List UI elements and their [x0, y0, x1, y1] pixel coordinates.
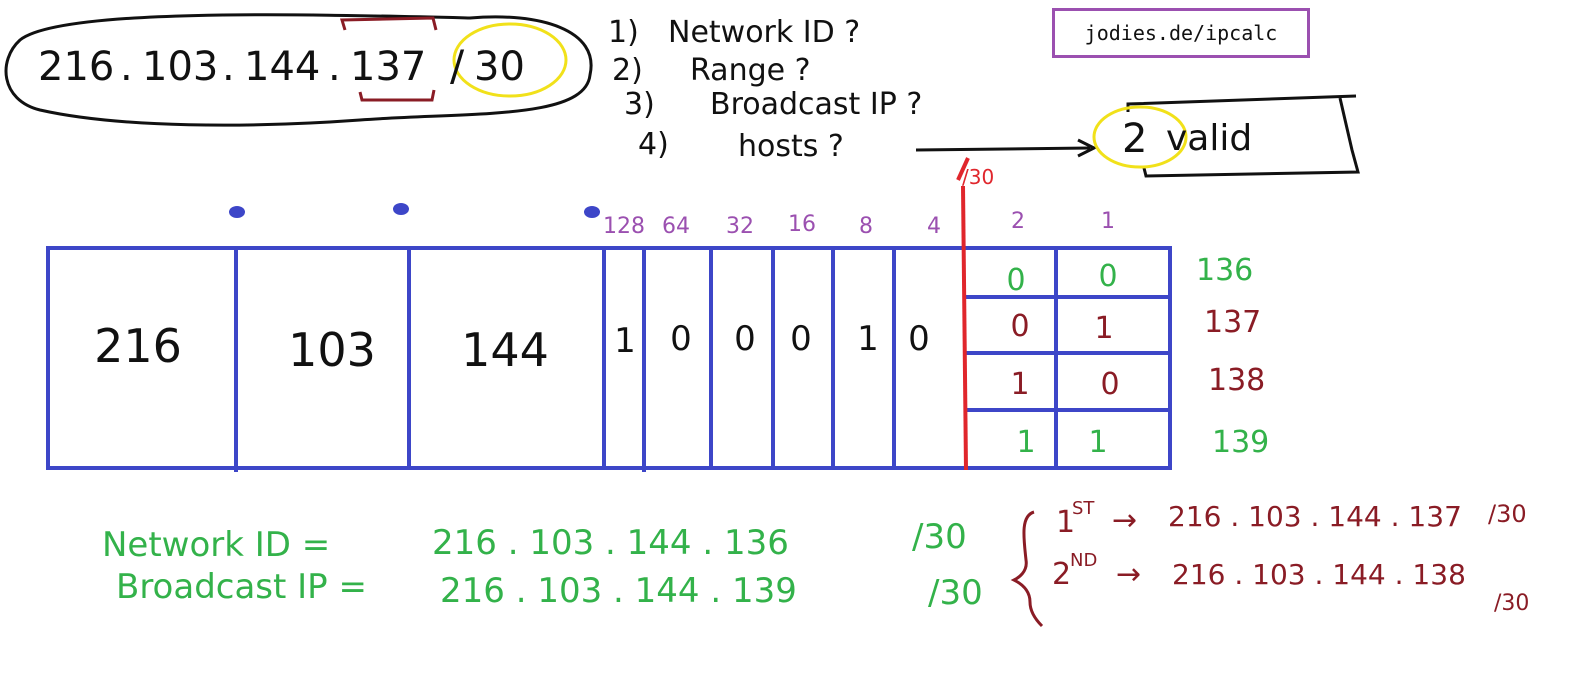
grid-outline [46, 246, 1172, 470]
answer-bracket-right [1142, 97, 1360, 178]
host-bit: 1 [1088, 425, 1107, 460]
fixed-bit: 0 [734, 319, 756, 359]
first-host-prefix: /30 [1488, 500, 1527, 528]
last-octet-bracket-bottom [358, 89, 436, 102]
usable-hosts: 1 ST → 216 . 103 . 144 . 137 /30 2 ND → … [1052, 498, 1529, 616]
hosts-answer-arrow [915, 138, 1098, 158]
question-2-text: Range ? [690, 53, 811, 88]
second-host-suffix: ND [1070, 550, 1097, 571]
octet-cells: 216 103 144 [94, 319, 549, 377]
ip-address-group: 216 . 103 . 144 . 137 / 30 [4, 13, 593, 127]
dot-marker [393, 203, 409, 215]
fixed-bit: 0 [790, 319, 812, 359]
host-value-network: 136 [1196, 253, 1253, 288]
ip-cloud-outline [4, 13, 593, 127]
fixed-bit: 1 [857, 319, 879, 359]
host-bit: 0 [1010, 309, 1029, 344]
ip-dot-1: . [120, 44, 133, 90]
last-octet-bracket-top [339, 16, 438, 31]
dot-marker [229, 206, 245, 218]
network-id-label: Network ID = [102, 525, 330, 565]
host-bit: 0 [1098, 259, 1117, 294]
question-1-number: 1) [608, 15, 639, 50]
bit-weight-4: 4 [927, 214, 941, 239]
question-2-number: 2) [612, 53, 643, 88]
question-1-text: Network ID ? [668, 15, 860, 50]
answer-word: valid [1166, 118, 1252, 159]
question-3-text: Broadcast IP ? [710, 87, 922, 122]
reference-link-box[interactable]: jodies.de/ipcalc [1052, 8, 1310, 58]
second-host-arrow: → [1116, 557, 1141, 592]
cell-octet-3: 144 [461, 323, 549, 377]
ip-dot-2: . [222, 44, 235, 90]
host-bit-rows: 0 0 0 1 1 0 1 1 [1006, 259, 1119, 460]
bit-weight-32: 32 [726, 214, 754, 239]
network-id-value: 216 . 103 . 144 . 136 [432, 523, 789, 563]
host-bit: 0 [1006, 263, 1025, 298]
ip-prefix: 30 [474, 44, 525, 90]
bit-weight-16: 16 [788, 212, 816, 237]
bit-weight-1: 1 [1101, 209, 1115, 234]
first-host-arrow: → [1112, 503, 1137, 538]
host-value-first: 137 [1204, 305, 1261, 340]
usable-hosts-brace [1010, 510, 1044, 628]
broadcast-ip-value: 216 . 103 . 144 . 139 [440, 571, 797, 611]
question-3-number: 3) [624, 87, 655, 122]
prefix-boundary-tick [956, 157, 970, 181]
cell-octet-1: 216 [94, 319, 182, 373]
cell-octet-2: 103 [288, 323, 376, 377]
host-bit: 0 [1100, 367, 1119, 402]
host-value-second: 138 [1208, 363, 1265, 398]
host-bit: 1 [1016, 425, 1035, 460]
first-host-suffix: ST [1072, 498, 1095, 519]
host-values: 136 137 138 139 [1196, 253, 1269, 460]
host-value-broadcast: 139 [1212, 425, 1269, 460]
bit-weight-64: 64 [662, 214, 690, 239]
answer-count-highlight [1092, 105, 1188, 169]
reference-link[interactable]: jodies.de/ipcalc [1084, 21, 1278, 45]
network-id-prefix: /30 [912, 517, 967, 557]
host-bit: 1 [1010, 367, 1029, 402]
ip-dot-3: . [328, 44, 341, 90]
prefix-boundary-line [961, 185, 968, 471]
prefix-boundary-label: /30 [962, 165, 994, 189]
bit-weight-8: 8 [859, 214, 873, 239]
results: Network ID = 216 . 103 . 144 . 136 /30 B… [102, 517, 983, 613]
bit-weight-2: 2 [1011, 209, 1025, 234]
ip-prefix-slash: / [450, 41, 465, 90]
hosts-answer-group: 2 valid [1092, 94, 1360, 178]
question-4-number: 4) [638, 127, 669, 162]
broadcast-ip-label: Broadcast IP = [116, 567, 367, 607]
bit-weight-128: 128 [603, 214, 645, 239]
fixed-bit: 0 [670, 319, 692, 359]
second-host-prefix: /30 [1494, 591, 1529, 616]
fixed-bits: 1 0 0 0 1 0 [614, 319, 930, 361]
octet-boundary-dots [229, 203, 600, 218]
first-host-ordinal: 1 [1056, 505, 1075, 540]
bit-weights: 128 64 32 16 8 4 2 1 [603, 209, 1115, 239]
fixed-bit: 1 [614, 321, 636, 361]
broadcast-ip-prefix: /30 [928, 573, 983, 613]
fixed-bit: 0 [908, 319, 930, 359]
ip-octet-2: 103 [142, 44, 218, 90]
dot-marker [584, 206, 600, 218]
ip-octet-4: 137 [350, 44, 426, 90]
prefix-boundary: /30 [956, 157, 994, 471]
ip-octet-1: 216 [38, 44, 114, 90]
ip-octet-3: 144 [244, 44, 320, 90]
answer-count: 2 [1122, 116, 1147, 162]
prefix-highlight-circle [452, 22, 568, 98]
host-bit: 1 [1094, 311, 1113, 346]
question-4-text: hosts ? [738, 129, 844, 164]
questions-list: 1) Network ID ? 2) Range ? 3) Broadcast … [608, 15, 922, 164]
second-host-ordinal: 2 [1052, 557, 1071, 592]
address-grid [46, 246, 1172, 472]
second-host-address: 216 . 103 . 144 . 138 [1172, 558, 1466, 591]
first-host-address: 216 . 103 . 144 . 137 [1168, 500, 1462, 533]
